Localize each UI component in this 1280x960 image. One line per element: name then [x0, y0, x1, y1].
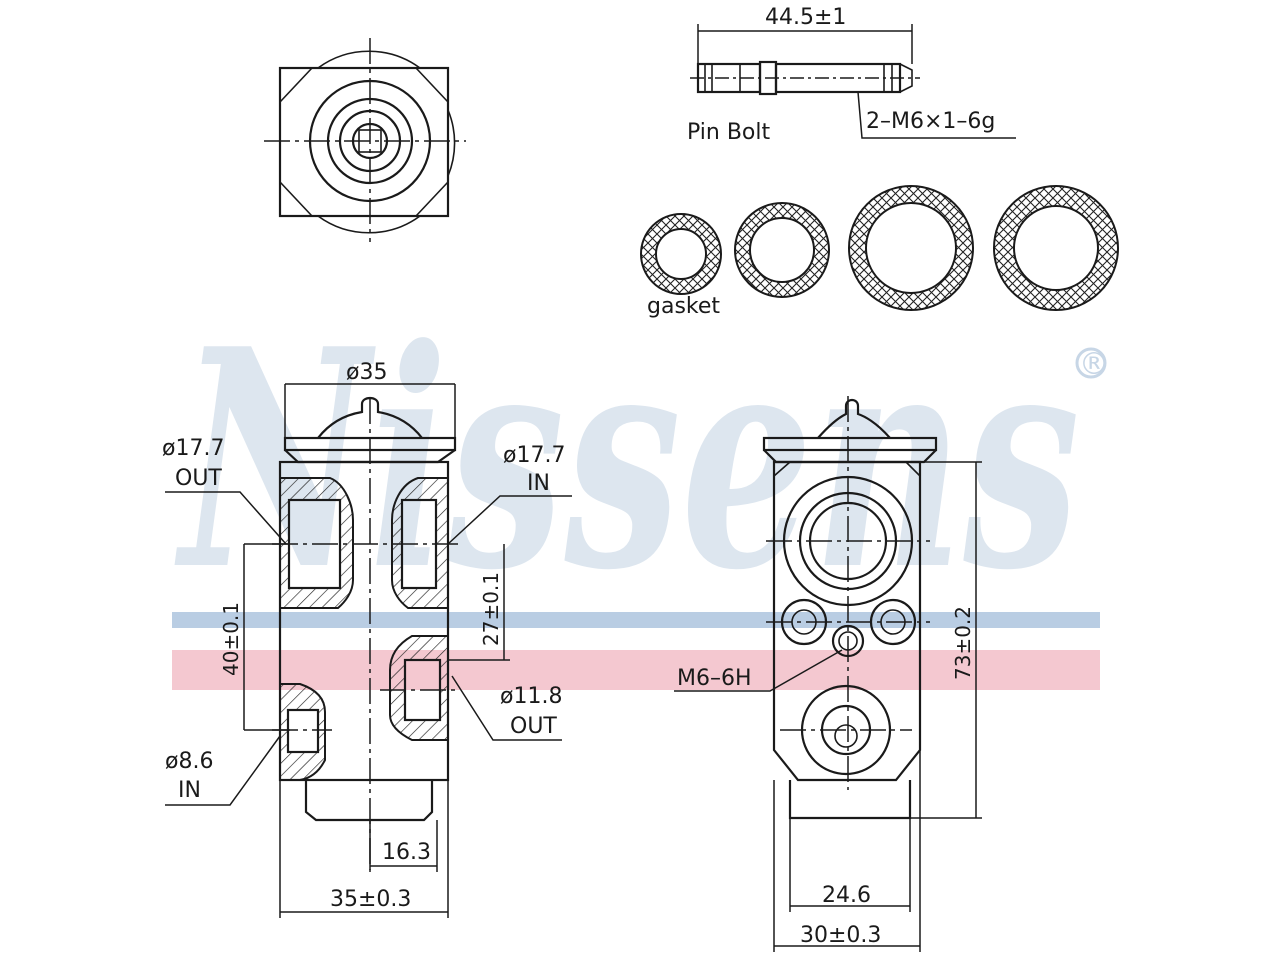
- chamfer-tl: [279, 67, 313, 103]
- side-bottom-stub: [788, 780, 912, 820]
- gasket-3: [847, 185, 975, 311]
- small-in-dim: ø8.6: [165, 749, 213, 774]
- pin-bolt-length-dim: 44.5±1: [765, 5, 846, 30]
- gasket-label: gasket: [647, 294, 720, 319]
- side-thread-label: M6–6H: [677, 666, 752, 691]
- front-bottom-stub: [304, 780, 434, 822]
- pin-bolt-leader: [857, 91, 1016, 139]
- registered-mark-circle: [1075, 347, 1107, 379]
- front-body: [278, 460, 450, 782]
- pin-bolt-tip: [899, 63, 913, 93]
- small-in-bore: [286, 708, 320, 754]
- side-lower-port-core: [834, 724, 858, 748]
- out-port-leader: [165, 491, 287, 545]
- in-port-leader: [447, 495, 572, 545]
- pin-bolt: 44.5±1 Pin Bolt 2–M6×1–6g: [687, 5, 1016, 145]
- pin-bolt-label: Pin Bolt: [687, 120, 770, 145]
- flange-arc: [317, 50, 456, 234]
- dim-16: 16.3: [382, 840, 431, 865]
- gasket-2: [733, 202, 831, 298]
- width-dim-side: 30±0.3: [800, 923, 881, 948]
- out-port-label: OUT: [175, 466, 222, 491]
- side-chamfer-r: [905, 461, 921, 477]
- width-dim-front: 35±0.3: [330, 887, 411, 912]
- top-view: [264, 38, 466, 242]
- in-port-label: IN: [527, 471, 550, 496]
- small-out-label: OUT: [510, 714, 557, 739]
- registered-mark: ®: [1079, 347, 1109, 382]
- dim-40: 40±0.1: [219, 602, 243, 676]
- side-thread-leader: [674, 649, 843, 692]
- brand-watermark: Nissens ®: [172, 283, 1109, 690]
- side-view: M6–6H 73±0.2 24.6 30±0.3: [674, 396, 982, 952]
- small-out-dim: ø11.8: [500, 684, 562, 709]
- height-dim: 73±0.2: [951, 606, 975, 680]
- chamfer-br: [415, 181, 449, 217]
- small-in-leader: [165, 735, 281, 806]
- small-in-label: IN: [178, 778, 201, 803]
- chamfer-bl: [279, 181, 313, 217]
- out-port-dim: ø17.7: [162, 436, 224, 461]
- red-stripe: [172, 650, 1100, 690]
- front-view: ø35 ø17.7 OUT ø17.7 IN 40±0.1 27±0.1 ø11…: [162, 360, 572, 918]
- dim-27: 27±0.1: [479, 572, 503, 646]
- top-view-body: [278, 66, 450, 218]
- gaskets: gasket: [639, 185, 1120, 319]
- small-out-leader: [451, 675, 562, 741]
- in-port-dim: ø17.7: [503, 443, 565, 468]
- side-dome: [817, 398, 891, 439]
- blue-stripe: [172, 612, 1100, 628]
- inner-width-dim: 24.6: [822, 883, 871, 908]
- chamfer-tr: [415, 67, 449, 103]
- gasket-4: [992, 185, 1120, 311]
- pin-bolt-thread-label: 2–M6×1–6g: [866, 109, 995, 134]
- side-chamfer-l: [773, 461, 791, 477]
- gasket-1: [639, 213, 723, 295]
- watermark-text: Nissens: [174, 283, 1080, 636]
- side-flange: [762, 436, 938, 452]
- top-diameter-dim: ø35: [346, 360, 387, 385]
